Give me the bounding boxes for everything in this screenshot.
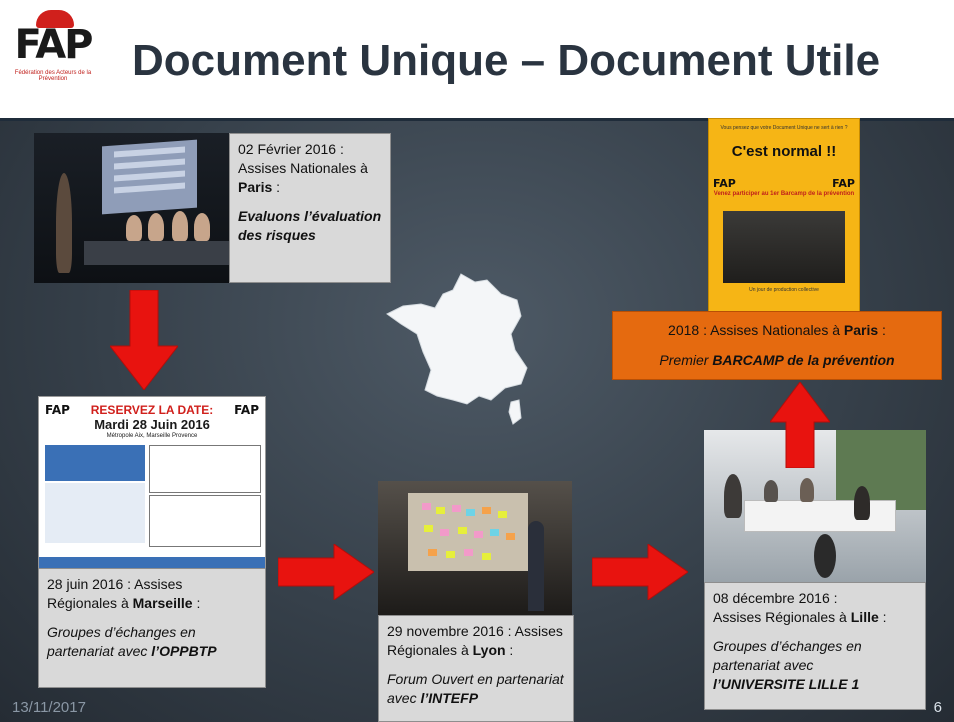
panelist-figure <box>194 213 210 241</box>
participant-figure <box>854 486 870 520</box>
post-it <box>424 525 433 532</box>
invitation-intro-block <box>45 445 145 481</box>
fap-logo: FAP Fédération des Acteurs de la Prévent… <box>6 10 100 106</box>
post-it <box>440 529 449 536</box>
post-it <box>428 549 437 556</box>
lyon-caption: 29 novembre 2016 : Assises Régionales à … <box>378 615 574 722</box>
marseille-caption: 28 juin 2016 : Assises Régionales à Mars… <box>38 568 266 688</box>
panelist-figure <box>126 215 142 241</box>
lyon-forum-photo <box>378 481 572 615</box>
post-it <box>490 529 499 536</box>
paris-2016-photo <box>34 133 229 283</box>
slide-number: 6 <box>933 699 942 716</box>
up-arrow-icon <box>770 382 830 468</box>
slide-date: 13/11/2017 <box>12 699 86 716</box>
participant-figure <box>764 480 778 502</box>
marseille-invitation-image: FAP FAP RESERVEZ LA DATE: Mardi 28 Juin … <box>38 396 266 570</box>
post-it <box>464 549 473 556</box>
lille-caption: 08 décembre 2016 : Assises Régionales à … <box>704 582 926 710</box>
post-it <box>452 505 461 512</box>
fap-logo-small: FAP <box>713 177 736 190</box>
invitation-discussion-box <box>149 495 261 547</box>
fap-logo-small: FAP <box>45 403 70 417</box>
post-it <box>466 509 475 516</box>
france-map-icon <box>386 273 528 425</box>
invitation-place: Métropole Aix, Marseille Provence <box>106 433 198 439</box>
post-it <box>498 511 507 518</box>
post-it <box>482 553 491 560</box>
window-view <box>836 430 926 510</box>
helmet-icon <box>36 10 75 28</box>
participant-figure <box>724 474 742 518</box>
slide-title: Document Unique – Document Utile <box>132 36 881 85</box>
meeting-table <box>744 500 896 532</box>
fap-logo-small: FAP <box>234 403 259 417</box>
poster-photo <box>723 211 845 283</box>
poster-cta: Venez participer au 1er Barcamp de la pr… <box>713 191 855 197</box>
poster-tagline: C'est normal !! <box>731 143 837 160</box>
panelist-figure <box>148 213 164 241</box>
post-it <box>446 551 455 558</box>
poster-intro-text: Vous pensez que votre Document Unique ne… <box>720 125 848 131</box>
invitation-themes-block <box>45 483 145 543</box>
right-arrow-icon <box>278 544 374 600</box>
logo-wordmark: FAP <box>14 10 94 68</box>
post-it <box>482 507 491 514</box>
wheelchair-figure <box>814 534 836 578</box>
participant-figure <box>528 521 544 611</box>
invitation-date: Mardi 28 Juin 2016 <box>94 417 210 432</box>
logo-subtitle: Fédération des Acteurs de la Prévention <box>14 70 92 82</box>
barcamp-poster-image: Vous pensez que votre Document Unique ne… <box>708 118 860 312</box>
post-it <box>422 503 431 510</box>
paris-2018-caption: 2018 : Assises Nationales à Paris : Prem… <box>612 311 942 380</box>
invitation-schedule-box <box>149 445 261 493</box>
post-it <box>474 531 483 538</box>
down-arrow-icon <box>110 290 178 390</box>
invitation-headline: RESERVEZ LA DATE: <box>90 403 214 417</box>
poster-footer-text: Un jour de production collective <box>749 287 819 293</box>
post-it <box>436 507 445 514</box>
fap-logo-small: FAP <box>832 177 855 190</box>
lille-meeting-photo <box>704 430 926 582</box>
post-it <box>458 527 467 534</box>
post-it-board <box>408 493 528 571</box>
post-it <box>506 533 515 540</box>
panelist-figure <box>172 211 188 241</box>
slide-header: FAP Fédération des Acteurs de la Prévent… <box>0 0 954 121</box>
participant-figure <box>800 478 814 502</box>
right-arrow-icon <box>592 544 688 600</box>
projection-screen <box>102 139 197 215</box>
paris-2016-caption: 02 Février 2016 : Assises Nationales à P… <box>229 133 391 283</box>
invitation-footer-band <box>39 557 265 569</box>
panel-table <box>84 241 229 265</box>
speaker-figure <box>56 173 72 273</box>
